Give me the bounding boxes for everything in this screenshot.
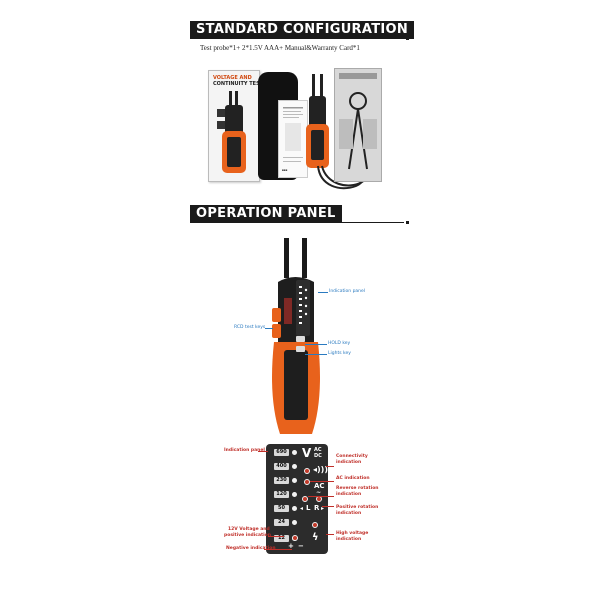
voltage-row-400: 400 — [274, 462, 298, 471]
manual-footer-mark: ■■■ — [282, 168, 288, 172]
voltage-row-50: 50 — [274, 504, 298, 513]
led-indicator — [292, 492, 297, 497]
voltage-row-24: 24 — [274, 518, 298, 527]
sine-wave-icon: ∼ — [316, 489, 322, 496]
negative-led — [292, 535, 298, 541]
leader-hold-key — [305, 344, 327, 345]
standard-configuration-title: STANDARD CONFIGURATION — [190, 21, 415, 39]
panel-indication-label: Indication panel — [224, 448, 265, 453]
reverse-rotation-label-line1: Reverse rotation — [336, 486, 379, 491]
speaker-icon: ◂))) — [313, 465, 328, 474]
voltage-label: 690 — [274, 449, 289, 456]
product-box-photo: VOLTAGE AND CONTINUITY TESTER — [208, 70, 270, 182]
leader-negative — [264, 549, 292, 550]
high-voltage-led — [312, 522, 318, 528]
configuration-contents: Test probe*1+ 2*1.5V AAA+ Manual&Warrant… — [200, 44, 360, 52]
manual-lines — [283, 107, 303, 162]
lightning-bolt-icon: ϟ — [312, 532, 319, 543]
reverse-rotation-led — [302, 496, 308, 502]
box-title-line2: CONTINUITY TESTER — [213, 81, 271, 87]
hold-key-label: HOLD key — [328, 341, 351, 346]
left-arrow-icon: ◂ — [300, 505, 304, 512]
indication-panel-label: Indication panel — [329, 289, 366, 294]
minus-symbol: − — [298, 542, 304, 550]
led-indicator — [292, 520, 297, 525]
blister-contents — [339, 73, 377, 170]
twelve-v-label-line2: positive indication — [224, 533, 271, 538]
ac-indication-label: AC indication — [336, 476, 370, 481]
positive-rotation-label-line1: Positive rotation — [336, 505, 379, 510]
led-indicator — [292, 478, 297, 483]
voltage-label: 230 — [274, 477, 289, 484]
voltage-row-230: 230 — [274, 476, 298, 485]
high-voltage-label-line1: High voltage — [336, 531, 369, 536]
leader-reverse-rotation — [308, 496, 334, 497]
ac-led — [304, 479, 310, 485]
voltage-symbol: V — [302, 446, 312, 460]
leader-high-voltage — [326, 534, 334, 535]
leader-lights-key — [305, 354, 327, 355]
indication-panel-detail: 690 400 230 120 50 24 12 V AC DC ◂))) AC… — [266, 444, 328, 554]
connectivity-label-line1: Connectivity — [336, 454, 368, 459]
led-indicator — [292, 450, 297, 455]
box-tester-image — [217, 91, 246, 173]
voltage-row-690: 690 — [274, 448, 298, 457]
leader-twelve-v — [268, 536, 284, 537]
positive-rotation-label-line2: indication — [336, 511, 362, 516]
rcd-test-keys-label: RCD test keys — [234, 325, 266, 330]
leader-panel-indication — [258, 451, 268, 452]
plus-symbol: + — [288, 542, 294, 550]
leader-indication-panel — [318, 292, 328, 293]
section-dot — [406, 221, 409, 224]
leader-ac — [310, 481, 334, 482]
r-symbol: R — [314, 504, 320, 512]
ac-dc-bottom: DC — [314, 453, 322, 459]
connectivity-label-line2: indication — [336, 460, 362, 465]
connectivity-led — [304, 468, 310, 474]
ac-dc-top: AC — [314, 447, 322, 453]
operation-panel-title: OPERATION PANEL — [190, 205, 342, 223]
section-underline — [190, 222, 404, 223]
ac-symbol: AC — [314, 482, 325, 490]
section-dot — [406, 37, 409, 40]
voltage-row-120: 120 — [274, 490, 298, 499]
voltage-label: 12 — [274, 535, 289, 542]
right-arrow-icon: ▸ — [321, 505, 325, 512]
reverse-rotation-label-line2: indication — [336, 492, 362, 497]
led-indicator — [292, 506, 297, 511]
leader-positive-rotation — [322, 506, 334, 507]
section-underline — [190, 38, 404, 39]
manual-photo — [278, 100, 308, 178]
blister-pack-photo — [334, 68, 382, 182]
lights-key-label: Lights key — [328, 351, 351, 356]
leader-rcd-keys — [265, 328, 273, 329]
leader-connectivity — [326, 466, 334, 467]
voltage-label: 50 — [274, 505, 289, 512]
negative-indication-label: Negative indication — [226, 546, 276, 551]
twelve-v-label-line1: 12V Voltage and — [228, 527, 270, 532]
box-title-line1: VOLTAGE AND — [213, 75, 252, 81]
voltage-label: 400 — [274, 463, 289, 470]
led-indicator — [292, 464, 297, 469]
voltage-tester-image — [272, 238, 320, 434]
voltage-label: 120 — [274, 491, 289, 498]
voltage-label: 24 — [274, 519, 289, 526]
l-symbol: L — [306, 504, 311, 512]
high-voltage-label-line2: indication — [336, 537, 362, 542]
